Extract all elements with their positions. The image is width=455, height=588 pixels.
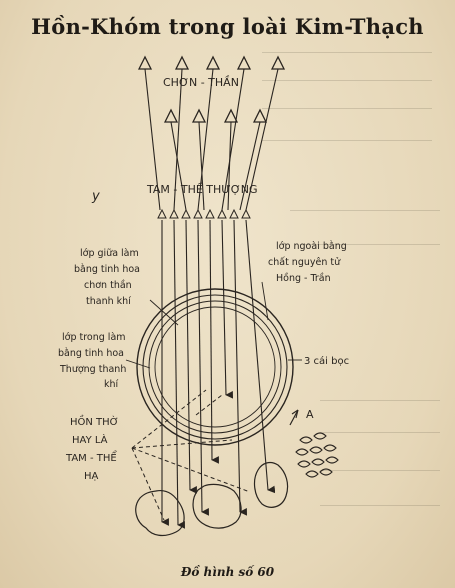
- label-tam-the-thuong: TAM - THỂ THƯỢNG: [146, 182, 258, 196]
- label-hon-tho-4: HẠ: [84, 471, 99, 482]
- mineral-clump: [253, 461, 289, 508]
- label-lop-giua-4: thanh khí: [86, 296, 131, 307]
- bleed-through-line: [320, 505, 440, 506]
- page-title: Hồn-Khóm trong loài Kim-Thạch: [31, 14, 424, 39]
- mineral-clump: [192, 483, 242, 529]
- mineral-clumps: [135, 461, 289, 537]
- dashed-links: [131, 389, 251, 521]
- label-lop-ngoai-3: Hồng - Trần: [276, 273, 331, 284]
- label-lop-giua-1: lớp giữa làm: [80, 248, 139, 259]
- triangle-marker: [205, 55, 221, 70]
- bleed-through-line: [320, 470, 440, 471]
- bleed-through-line: [262, 80, 432, 81]
- lower-triangle-row: [157, 208, 251, 219]
- middle-sheath-ring: [142, 294, 288, 440]
- leader-lines: [125, 281, 302, 369]
- bleed-through-line: [262, 108, 432, 109]
- triangle-marker: [174, 55, 190, 70]
- label-hon-tho-2: HAY LÀ: [72, 433, 108, 446]
- triangle-marker: [252, 108, 268, 123]
- upward-rays: [144, 68, 279, 211]
- label-lop-trong-3: Thượng thanh: [59, 364, 126, 375]
- label-lop-trong-2: bằng tinh hoa: [58, 348, 124, 359]
- label-hon-tho-1: HỒN THỜ: [70, 414, 119, 428]
- label-lop-ngoai-1: lớp ngoài bằng: [276, 241, 347, 252]
- triangle-marker: [223, 108, 239, 123]
- label-ba-cai-boc: 3 cái bọc: [304, 355, 349, 367]
- separated-cluster: [289, 409, 339, 478]
- label-letter-a: A: [306, 408, 314, 421]
- bleed-through-line: [320, 400, 440, 401]
- bleed-through-line: [300, 244, 440, 245]
- label-lop-trong-1: lớp trong làm: [62, 332, 126, 343]
- bleed-through-line: [320, 432, 440, 433]
- downward-rays: [161, 219, 276, 529]
- label-lop-trong-4: khí: [104, 379, 119, 390]
- bleed-through-line: [262, 52, 432, 53]
- triangle-marker: [236, 55, 252, 70]
- label-lop-giua-2: bằng tinh hoa: [74, 264, 140, 275]
- mineral-clump: [135, 489, 185, 537]
- outer-sheath-ring: [136, 288, 294, 446]
- label-hon-tho-3: TAM - THỂ: [65, 450, 117, 464]
- label-lop-giua-3: chơn thần: [84, 280, 132, 291]
- triangle-marker: [137, 55, 153, 70]
- triangle-marker: [191, 108, 207, 123]
- triangle-marker: [163, 108, 179, 123]
- triangle-marker: [270, 55, 286, 70]
- inner-sheath-ring: [148, 300, 282, 434]
- three-sheaths: [136, 288, 294, 446]
- figure-caption: Đồ hình số 60: [180, 565, 275, 579]
- core-ring: [154, 306, 276, 428]
- margin-mark-y: y: [91, 189, 100, 204]
- bleed-through-line: [290, 210, 440, 211]
- label-chon-than: CHƠN - THẦN: [163, 75, 239, 89]
- label-lop-ngoai-2: chất nguyên tử: [268, 257, 341, 268]
- bleed-through-line: [262, 140, 432, 141]
- upper-triangles: [137, 55, 286, 123]
